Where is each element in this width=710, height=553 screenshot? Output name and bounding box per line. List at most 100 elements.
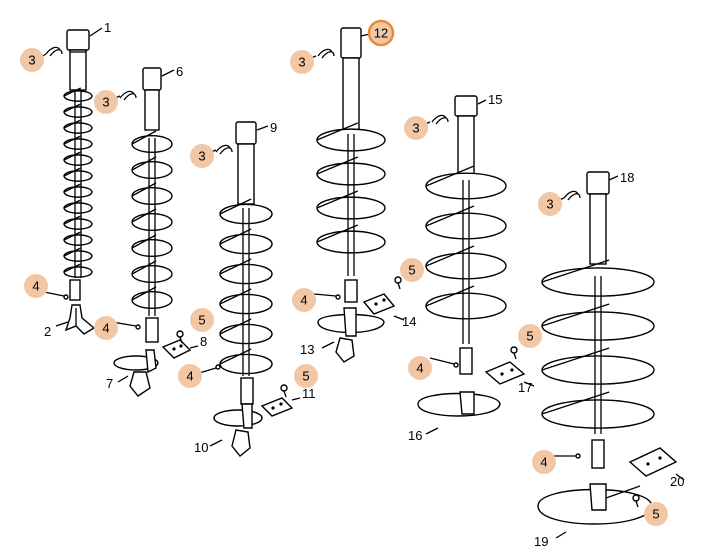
cutter-13 bbox=[317, 307, 385, 363]
label-9: 9 bbox=[270, 120, 277, 135]
flight-turn bbox=[63, 138, 93, 150]
flight-12 bbox=[316, 122, 386, 276]
leader-lines bbox=[35, 27, 685, 539]
flight-edge bbox=[316, 156, 359, 175]
callout-badge-4 bbox=[408, 356, 432, 380]
flight-edge bbox=[63, 199, 82, 209]
flight-edge bbox=[131, 130, 157, 145]
flight-edge bbox=[131, 260, 157, 275]
flight-edge bbox=[63, 231, 82, 241]
callout-badge-5 bbox=[644, 502, 668, 526]
callout-number-3: 3 bbox=[198, 149, 205, 164]
callout-badge-3 bbox=[190, 144, 214, 168]
flight-turn bbox=[63, 202, 93, 214]
label-10: 10 bbox=[194, 440, 208, 455]
callout-number-4: 4 bbox=[186, 369, 193, 384]
cutter-16 bbox=[417, 391, 501, 417]
flight-edge bbox=[63, 119, 82, 129]
blade-14 bbox=[362, 293, 396, 315]
flight-edge bbox=[425, 165, 475, 187]
callout-badge-4 bbox=[94, 316, 118, 340]
label-20: 20 bbox=[670, 474, 684, 489]
flight-edge bbox=[63, 87, 82, 97]
flight-turn bbox=[219, 203, 273, 225]
flight-18 bbox=[541, 259, 655, 434]
label-19: 19 bbox=[534, 534, 548, 549]
callout-number-4: 4 bbox=[300, 293, 307, 308]
flight-turn bbox=[425, 172, 507, 200]
cutter-19 bbox=[537, 483, 653, 525]
flight-turn bbox=[63, 234, 93, 246]
callout-number-5: 5 bbox=[302, 369, 309, 384]
label-14: 14 bbox=[402, 314, 416, 329]
flight-edge bbox=[541, 391, 610, 415]
auger-12 bbox=[316, 27, 386, 303]
flight-edge bbox=[63, 247, 82, 257]
blade-20 bbox=[628, 447, 678, 477]
flight-turn bbox=[131, 134, 173, 154]
callout-number-4: 4 bbox=[416, 361, 423, 376]
flight-1 bbox=[63, 87, 93, 278]
label-2: 2 bbox=[44, 324, 51, 339]
callout-number-3: 3 bbox=[28, 53, 35, 68]
flight-edge bbox=[63, 135, 82, 145]
flight-turn bbox=[131, 238, 173, 258]
flight-turn bbox=[131, 186, 173, 206]
flight-edge bbox=[316, 190, 359, 209]
label-1: 1 bbox=[104, 20, 111, 35]
callout-number-5: 5 bbox=[526, 329, 533, 344]
auger-18 bbox=[541, 171, 655, 469]
cutter-10 bbox=[213, 403, 263, 457]
flight-edge bbox=[316, 224, 359, 243]
flight-turn bbox=[63, 218, 93, 230]
callout-badge-5 bbox=[518, 324, 542, 348]
flight-edge bbox=[131, 208, 157, 223]
callout-badge-3 bbox=[538, 192, 562, 216]
auger-15 bbox=[425, 95, 507, 375]
flight-turn bbox=[219, 263, 273, 285]
callout-badge-4 bbox=[178, 364, 202, 388]
callout-number-4: 4 bbox=[540, 455, 547, 470]
callout-number-4: 4 bbox=[102, 321, 109, 336]
label-12: 12 bbox=[374, 26, 388, 41]
flight-edge bbox=[131, 156, 157, 171]
screws bbox=[176, 276, 640, 508]
flight-turn bbox=[63, 90, 93, 102]
highlight-badge-12 bbox=[367, 19, 395, 47]
point-2 bbox=[64, 304, 96, 335]
blade-8 bbox=[161, 339, 192, 359]
callout-badge-3 bbox=[290, 50, 314, 74]
flight-turn bbox=[63, 122, 93, 134]
flight-turn bbox=[541, 311, 655, 341]
flight-turn bbox=[425, 212, 507, 240]
callout-number-5: 5 bbox=[408, 263, 415, 278]
callout-number-4: 4 bbox=[32, 279, 39, 294]
flight-turn bbox=[63, 266, 93, 278]
label-18: 18 bbox=[620, 170, 634, 185]
callout-number-3: 3 bbox=[546, 197, 553, 212]
callout-badge-4 bbox=[292, 288, 316, 312]
flight-edge bbox=[63, 263, 82, 273]
auger-9 bbox=[219, 121, 273, 405]
flight-edge bbox=[63, 103, 82, 113]
callout-badge-3 bbox=[94, 90, 118, 114]
blade-11 bbox=[260, 397, 294, 417]
flight-edge bbox=[131, 182, 157, 197]
label-11: 11 bbox=[302, 386, 316, 401]
flight-6 bbox=[131, 130, 173, 316]
callout-badge-5 bbox=[190, 308, 214, 332]
flight-turn bbox=[63, 170, 93, 182]
clips bbox=[45, 46, 581, 201]
label-17: 17 bbox=[518, 380, 532, 395]
flight-edge bbox=[63, 183, 82, 193]
flight-turn bbox=[316, 128, 386, 152]
flight-turn bbox=[219, 233, 273, 255]
callout-number-5: 5 bbox=[198, 313, 205, 328]
label-13: 13 bbox=[300, 342, 314, 357]
cutter-7 bbox=[113, 349, 159, 397]
flight-edge bbox=[425, 205, 475, 227]
flight-turn bbox=[131, 264, 173, 284]
label-7: 7 bbox=[106, 376, 113, 391]
